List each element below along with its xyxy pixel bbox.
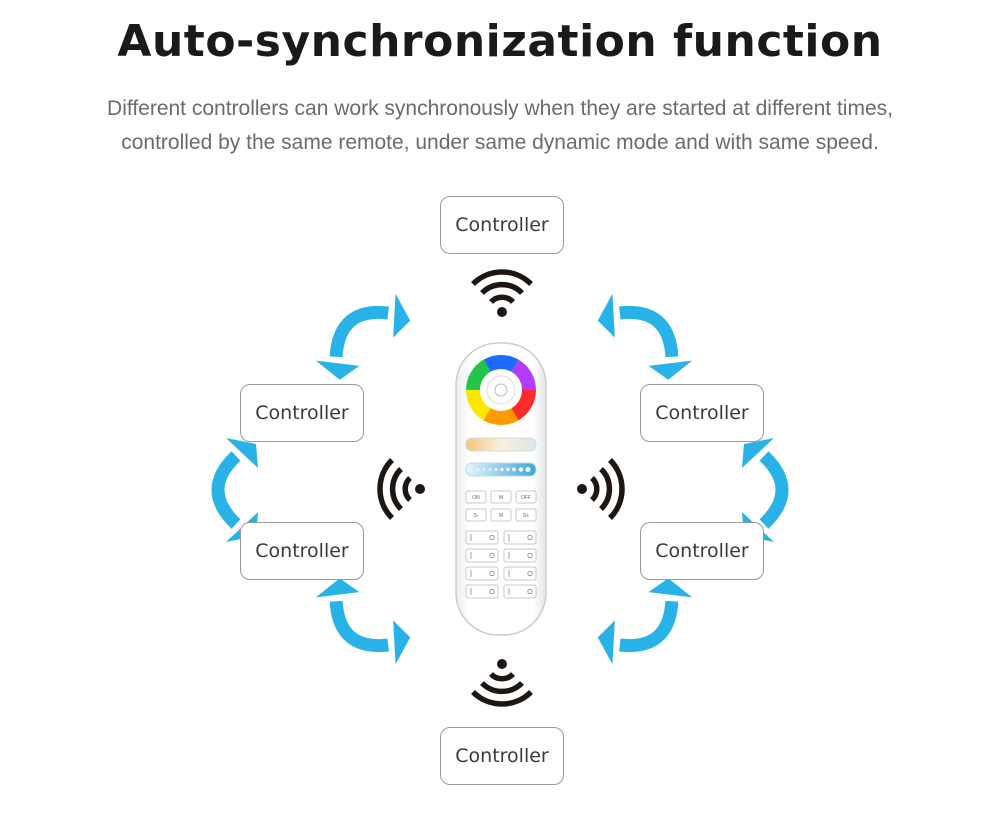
sync-arrow-bottom-right-icon (592, 573, 697, 670)
sync-arrow-bottom-left-icon (311, 573, 416, 670)
controller-node-top: Controller (440, 196, 564, 254)
subtitle-line-2: controlled by the same remote, under sam… (121, 131, 879, 154)
controller-node-bottom: Controller (440, 727, 564, 785)
remote-button-speed-down: S- (474, 513, 479, 519)
color-temperature-bar (465, 437, 537, 452)
wifi-signal-top-icon (471, 269, 533, 317)
sync-arrow-top-right-icon (592, 288, 697, 385)
page-title: Auto-synchronization function (117, 16, 883, 67)
remote-button-mode: M (499, 513, 503, 519)
wifi-signal-right-icon (577, 458, 625, 520)
wifi-signal-left-icon (377, 458, 425, 520)
remote-button-w: W (499, 495, 504, 501)
zone-buttons (465, 530, 537, 599)
remote-button-off: OFF (521, 495, 531, 501)
remote-control: ON W OFF S- M S+ (455, 342, 547, 636)
sync-arrow-top-left-icon (311, 288, 416, 385)
controller-node-right-upper: Controller (640, 384, 764, 442)
controller-node-left-lower: Controller (240, 522, 364, 580)
color-wheel-icon (466, 355, 536, 425)
controller-node-left-upper: Controller (240, 384, 364, 442)
remote-button-on: ON (472, 495, 480, 501)
page-subtitle: Different controllers can work synchrono… (40, 92, 960, 160)
remote-button-speed-up: S+ (523, 513, 529, 519)
subtitle-line-1: Different controllers can work synchrono… (107, 97, 893, 120)
controller-node-right-lower: Controller (640, 522, 764, 580)
remote-buttons: ON W OFF S- M S+ (465, 490, 537, 522)
wifi-signal-bottom-icon (471, 659, 533, 707)
